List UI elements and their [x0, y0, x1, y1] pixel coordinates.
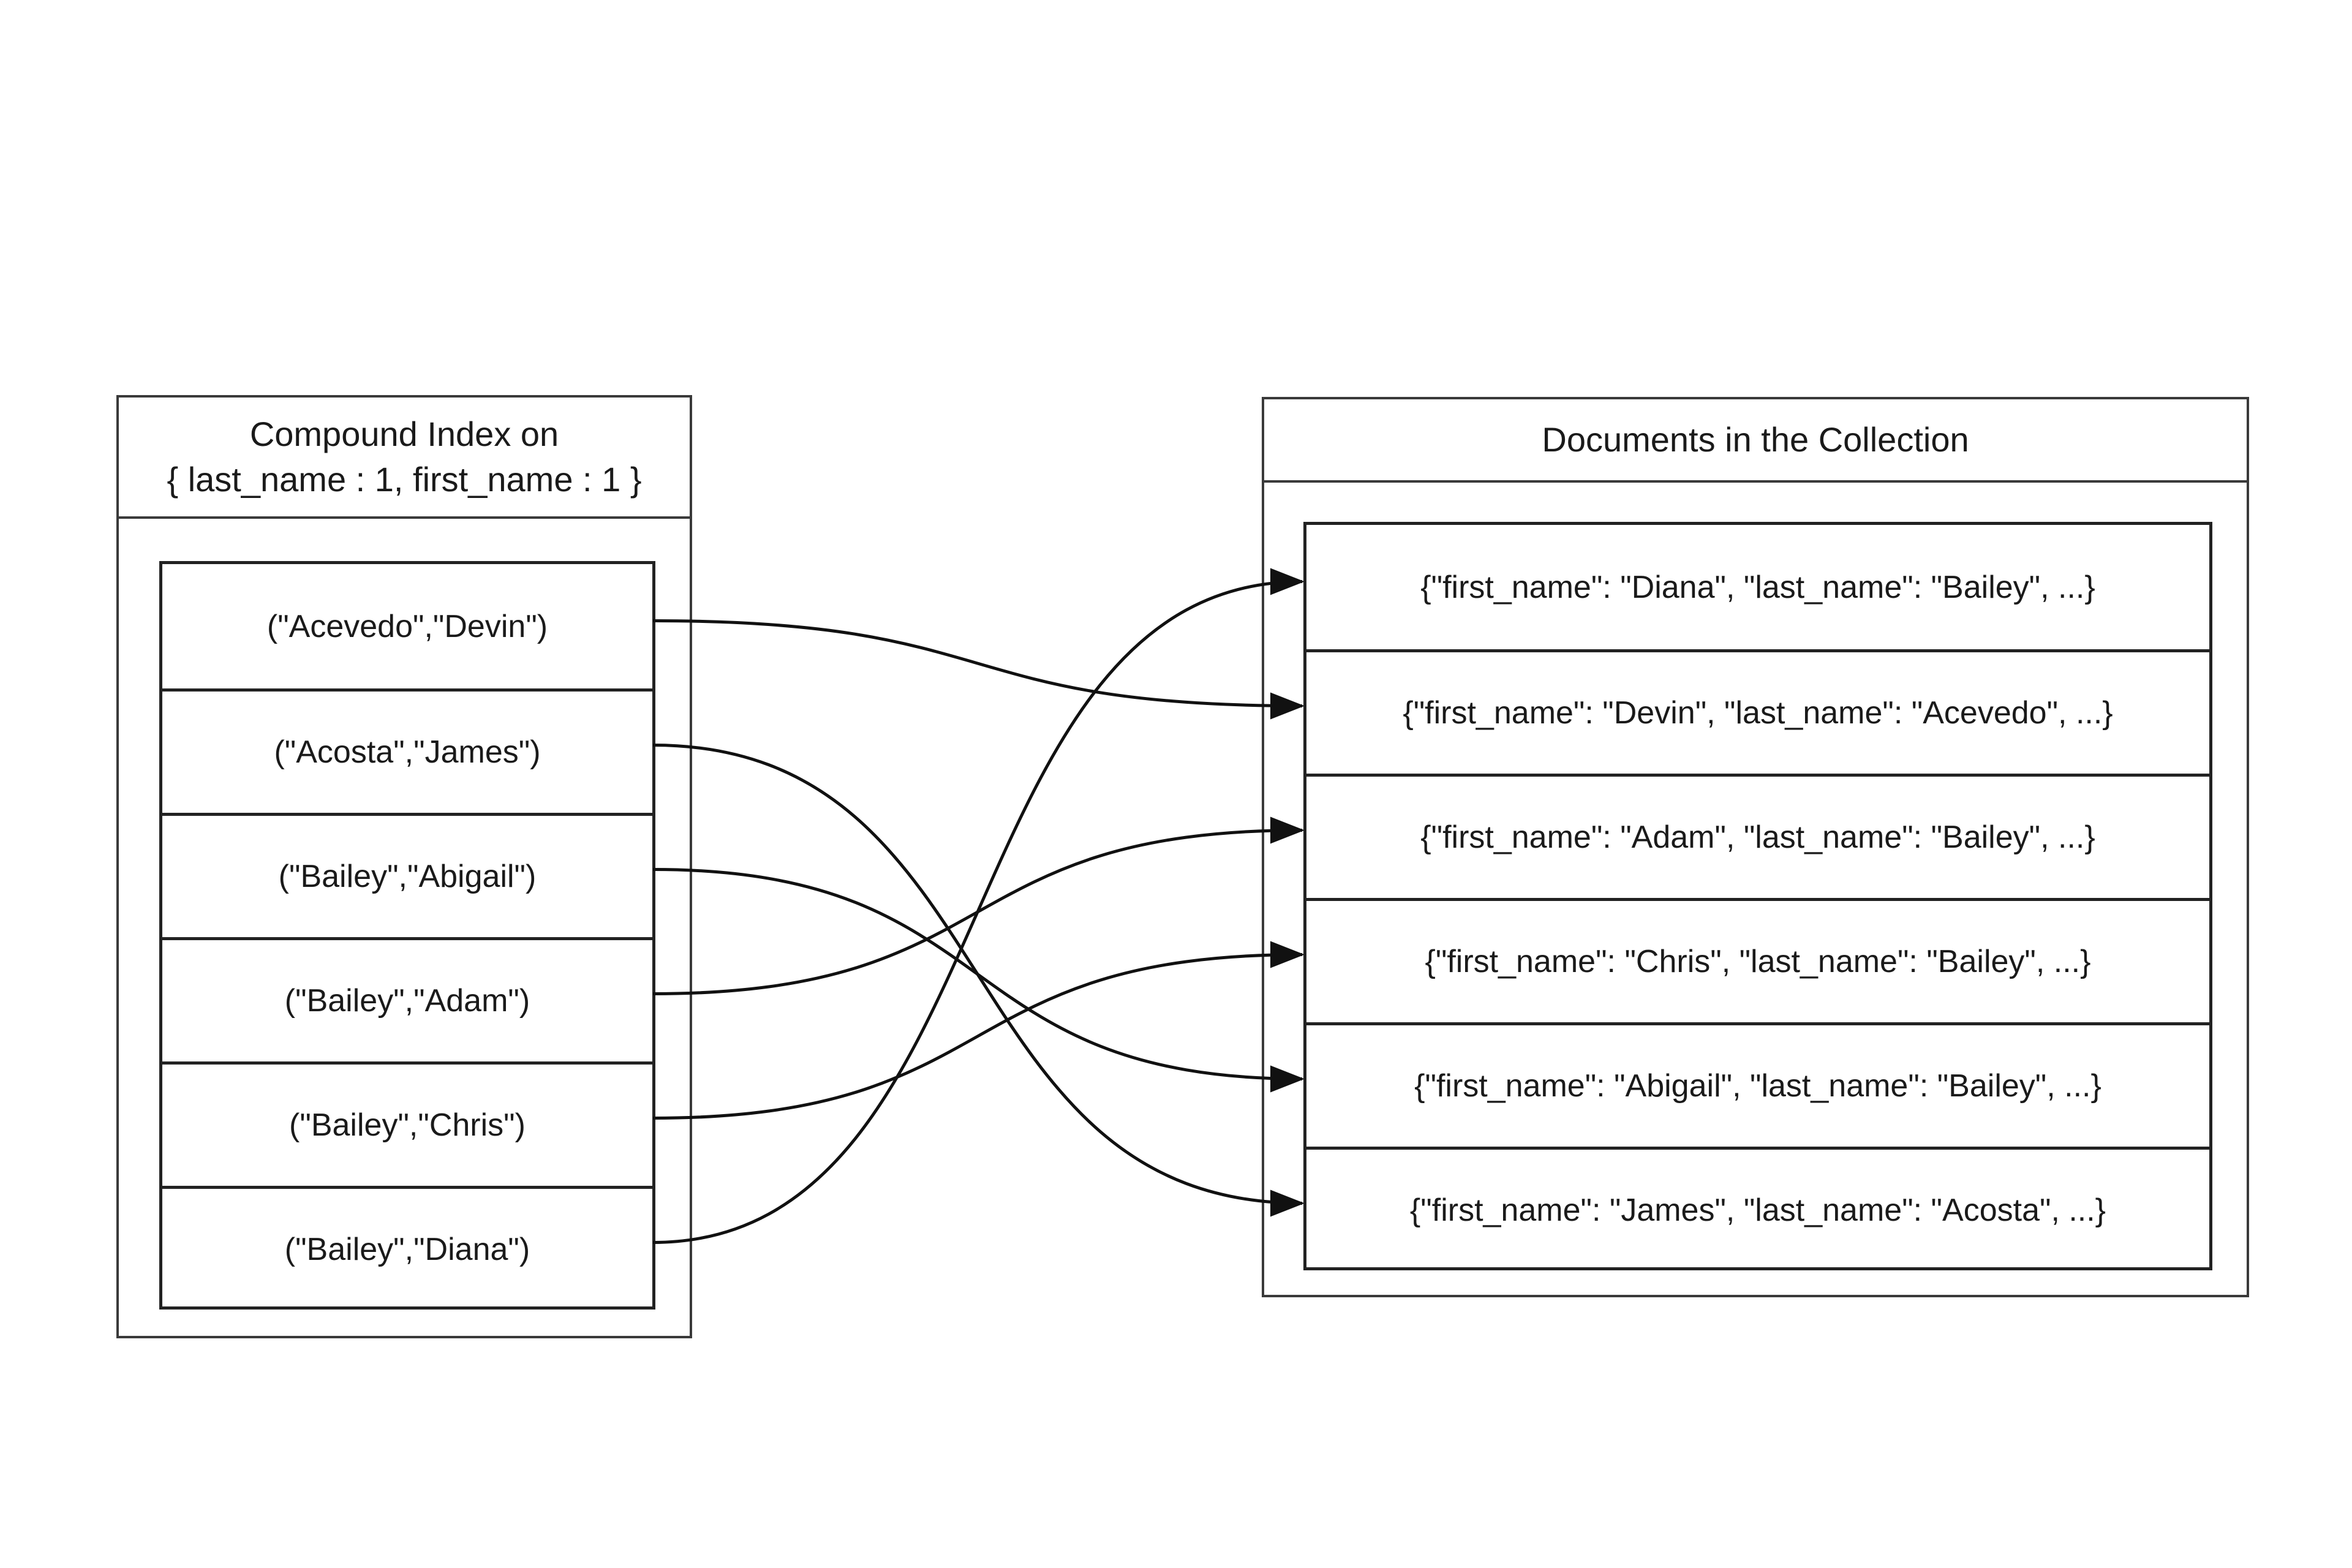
document-row: {"first_name": "Adam", "last_name": "Bai… — [1306, 774, 2209, 898]
index-to-document-arrow — [652, 868, 1305, 1093]
index-to-document-arrow — [652, 941, 1305, 1120]
document-row: {"first_name": "Devin", "last_name": "Ac… — [1306, 649, 2209, 774]
document-row: {"first_name": "Abigail", "last_name": "… — [1306, 1022, 2209, 1147]
index-entry: ("Bailey","Chris") — [162, 1061, 652, 1186]
index-entries: ("Acevedo","Devin") ("Acosta","James") (… — [159, 561, 655, 1310]
index-entry: ("Bailey","Abigail") — [162, 813, 652, 937]
index-entry: ("Bailey","Adam") — [162, 937, 652, 1061]
index-to-document-arrow — [652, 568, 1305, 1244]
index-panel: Compound Index on { last_name : 1, first… — [116, 395, 692, 1338]
collection-title: Documents in the Collection — [1542, 420, 1969, 459]
document-row: {"first_name": "James", "last_name": "Ac… — [1306, 1147, 2209, 1270]
collection-panel-header: Documents in the Collection — [1264, 399, 2247, 483]
document-list: {"first_name": "Diana", "last_name": "Ba… — [1303, 522, 2212, 1270]
index-entry: ("Acosta","James") — [162, 688, 652, 813]
index-panel-header: Compound Index on { last_name : 1, first… — [119, 398, 690, 519]
document-row: {"first_name": "Chris", "last_name": "Ba… — [1306, 898, 2209, 1022]
index-to-document-arrow — [652, 744, 1305, 1217]
collection-panel: Documents in the Collection {"first_name… — [1262, 397, 2249, 1297]
index-to-document-arrow — [652, 619, 1305, 720]
index-entry: ("Bailey","Diana") — [162, 1186, 652, 1310]
document-row: {"first_name": "Diana", "last_name": "Ba… — [1420, 569, 2095, 605]
index-entry: ("Acevedo","Devin") — [266, 608, 548, 644]
index-title-line1: Compound Index on — [249, 415, 559, 453]
index-title-line2: { last_name : 1, first_name : 1 } — [167, 460, 642, 499]
index-to-document-arrow — [652, 816, 1305, 995]
